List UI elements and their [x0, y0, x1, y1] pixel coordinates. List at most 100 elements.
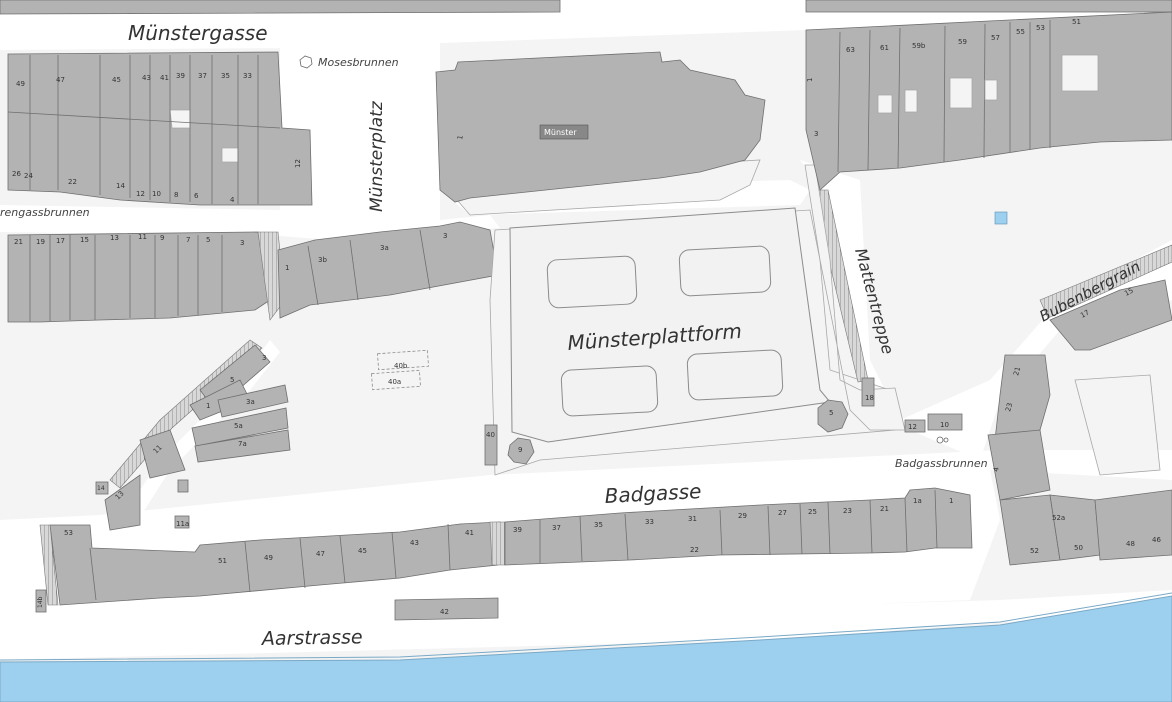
east-block: [805, 11, 1172, 225]
svg-text:17: 17: [56, 237, 65, 245]
svg-text:14b: 14b: [37, 596, 44, 608]
block-a: [7, 51, 313, 206]
svg-text:5: 5: [206, 236, 210, 244]
svg-text:1: 1: [949, 497, 953, 505]
svg-text:17: 17: [1079, 309, 1091, 320]
north-strip-buildings: [0, 0, 1172, 15]
svg-text:9: 9: [518, 446, 522, 454]
svg-text:1: 1: [806, 78, 814, 82]
svg-text:46: 46: [1152, 536, 1161, 544]
house-numbers: 49 47 45 43 41 39 37 35 33 63 61 59b 59 …: [12, 18, 1161, 616]
herrengasse-row: [7, 221, 499, 323]
svg-text:5: 5: [829, 409, 833, 417]
svg-text:59: 59: [958, 38, 967, 46]
svg-text:48: 48: [1126, 540, 1135, 548]
mattentreppe-area: [804, 164, 963, 433]
svg-text:37: 37: [552, 524, 561, 532]
svg-text:33: 33: [645, 518, 654, 526]
svg-text:23: 23: [843, 507, 852, 515]
svg-text:8: 8: [174, 191, 178, 199]
svg-text:24: 24: [24, 172, 33, 180]
svg-text:12: 12: [294, 159, 302, 168]
muenster-cathedral: [435, 51, 766, 216]
svg-text:12: 12: [908, 423, 917, 431]
svg-text:18: 18: [865, 394, 874, 402]
svg-text:9: 9: [160, 234, 164, 242]
svg-text:1: 1: [456, 135, 465, 141]
svg-text:53: 53: [64, 529, 73, 537]
svg-text:49: 49: [264, 554, 273, 562]
svg-text:15: 15: [80, 236, 89, 244]
svg-text:3: 3: [262, 354, 266, 362]
svg-text:41: 41: [465, 529, 474, 537]
svg-text:10: 10: [940, 421, 949, 429]
svg-text:49: 49: [16, 80, 25, 88]
svg-text:47: 47: [316, 550, 325, 558]
svg-text:1: 1: [285, 264, 289, 272]
river-bank-line: [0, 592, 1172, 661]
svg-text:22: 22: [690, 546, 699, 554]
svg-text:52: 52: [1030, 547, 1039, 555]
bubenbergrain-buildings: [987, 244, 1172, 566]
fountain-icon: [943, 437, 949, 443]
svg-text:15: 15: [1123, 287, 1135, 298]
svg-text:45: 45: [358, 547, 367, 555]
svg-text:45: 45: [112, 76, 121, 84]
svg-text:51: 51: [1072, 18, 1081, 26]
svg-text:3: 3: [814, 130, 818, 138]
svg-text:35: 35: [221, 72, 230, 80]
svg-text:4: 4: [230, 196, 235, 204]
svg-text:13: 13: [114, 489, 126, 501]
street-label-badgasse: Badgasse: [604, 479, 702, 508]
svg-text:21: 21: [14, 238, 23, 246]
svg-text:3: 3: [240, 239, 244, 247]
ramp-buildings: [95, 339, 429, 531]
fountain-icon[interactable]: [299, 55, 313, 69]
poi-label-badgassbrunnen: Badgassbrunnen: [895, 457, 988, 470]
svg-text:11: 11: [152, 443, 164, 455]
svg-text:39: 39: [176, 72, 185, 80]
svg-text:47: 47: [56, 76, 65, 84]
svg-text:6: 6: [194, 192, 199, 200]
poi-label-brunnen-partial: rengassbrunnen: [0, 206, 90, 219]
svg-text:25: 25: [808, 508, 817, 516]
svg-text:21: 21: [880, 505, 889, 513]
svg-text:23: 23: [1004, 402, 1014, 413]
svg-text:43: 43: [410, 539, 419, 547]
street-label-muenstergasse: Münstergasse: [128, 21, 268, 45]
svg-text:10: 10: [152, 190, 161, 198]
aare-river: [0, 595, 1172, 702]
svg-text:37: 37: [198, 72, 207, 80]
svg-text:51: 51: [218, 557, 227, 565]
svg-text:50: 50: [1074, 544, 1083, 552]
svg-text:39: 39: [513, 526, 522, 534]
plattform-area: [484, 207, 896, 476]
svg-text:13: 13: [110, 234, 119, 242]
svg-text:1: 1: [206, 402, 210, 410]
svg-text:11: 11: [138, 233, 147, 241]
svg-text:12: 12: [136, 190, 145, 198]
svg-text:57: 57: [991, 34, 1000, 42]
fountain-icon[interactable]: [936, 436, 944, 444]
svg-text:7: 7: [186, 236, 190, 244]
svg-text:27: 27: [778, 509, 787, 517]
svg-text:33: 33: [243, 72, 252, 80]
svg-text:4: 4: [992, 466, 1001, 472]
svg-text:11a: 11a: [176, 520, 189, 528]
svg-text:29: 29: [738, 512, 747, 520]
svg-text:35: 35: [594, 521, 603, 529]
svg-text:3a: 3a: [380, 244, 389, 252]
svg-text:43: 43: [142, 74, 151, 82]
svg-text:59b: 59b: [912, 42, 926, 50]
svg-text:21: 21: [1012, 366, 1022, 377]
badgasse-south-row: [35, 521, 506, 621]
svg-text:52a: 52a: [1052, 514, 1065, 522]
svg-text:1a: 1a: [913, 497, 922, 505]
svg-text:63: 63: [846, 46, 855, 54]
street-label-aarstrasse: Aarstrasse: [260, 626, 363, 650]
svg-text:3b: 3b: [318, 256, 327, 264]
svg-text:14: 14: [116, 182, 125, 190]
svg-text:5a: 5a: [234, 422, 243, 430]
